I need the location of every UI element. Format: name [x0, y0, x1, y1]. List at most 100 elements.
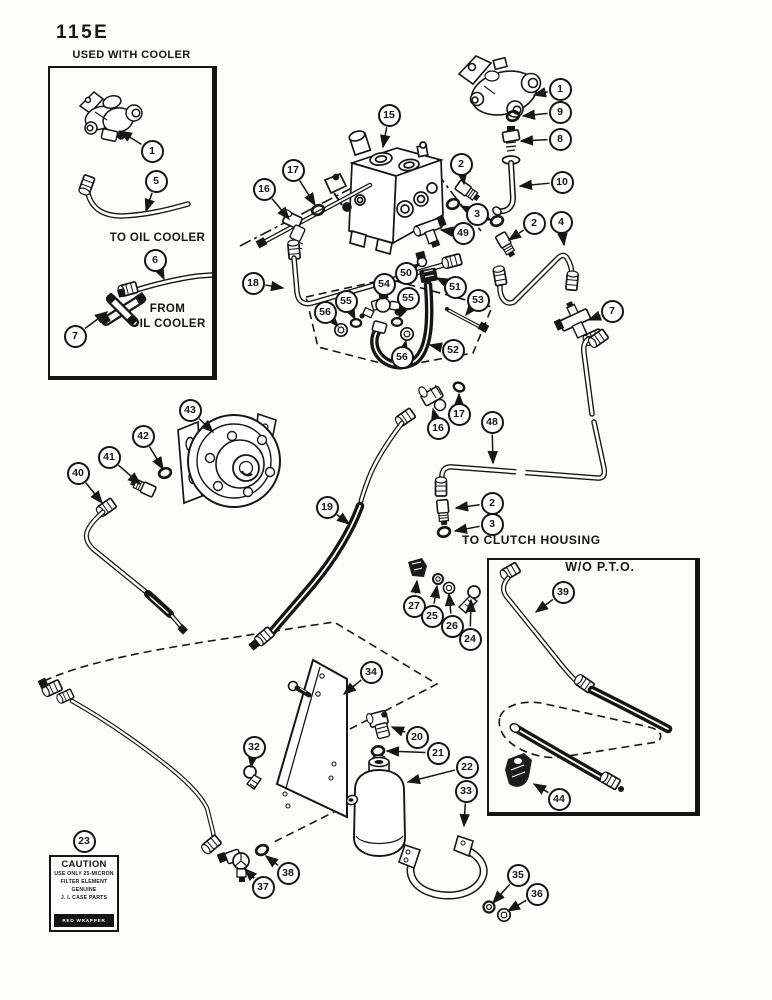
- callout-27: 27: [402, 594, 426, 618]
- callout-55: 55: [334, 289, 358, 313]
- tube-4: [491, 252, 580, 306]
- callout-3: 3: [465, 202, 489, 226]
- elbow-fitting-20: [366, 709, 391, 740]
- callout-16: 16: [252, 177, 276, 201]
- callout-36: 36: [525, 882, 549, 906]
- nut-56a: [333, 322, 349, 338]
- fitting-50: [415, 250, 428, 268]
- caution-line: FILTER ELEMENT: [60, 879, 108, 885]
- callout-19: 19: [315, 495, 339, 519]
- callout-23: 23: [72, 829, 96, 853]
- filter-canister-22: [345, 754, 406, 857]
- nut-26: [442, 581, 456, 595]
- washer-25: [432, 573, 444, 585]
- o-ring-17b: [451, 379, 467, 395]
- tee-fitting-49: [413, 215, 447, 248]
- washer-55a: [349, 317, 363, 329]
- callout-10: 10: [550, 170, 574, 194]
- callout-26: 26: [440, 614, 464, 638]
- tube-48: [434, 328, 610, 497]
- callout-17: 17: [447, 402, 471, 426]
- callout-6: 6: [143, 248, 167, 272]
- clamp-44: [505, 753, 532, 787]
- fitting-2c: [435, 498, 451, 527]
- o-ring-42: [156, 465, 174, 481]
- callout-5: 5: [144, 169, 168, 193]
- caution-footer: RED WRAPPER: [54, 914, 114, 927]
- callout-18: 18: [241, 271, 265, 295]
- rod-53: [445, 307, 490, 333]
- fitting-16b: [418, 384, 447, 412]
- page-code: 115E: [56, 22, 110, 43]
- callout-25: 25: [420, 604, 444, 628]
- callout-43: 43: [178, 398, 202, 422]
- callout-50: 50: [394, 261, 418, 285]
- o-ring-3a: [444, 196, 462, 212]
- clamp-band-33: [397, 834, 488, 900]
- clamp-27: [408, 558, 427, 577]
- callout-49: 49: [451, 221, 475, 245]
- callout-4: 4: [549, 210, 573, 234]
- callout-8: 8: [548, 127, 572, 151]
- bolt-32: [243, 765, 263, 790]
- pump-assembly-43: [177, 412, 281, 508]
- callout-34: 34: [359, 660, 383, 684]
- mounting-bracket-34: [275, 658, 348, 819]
- callout-55: 55: [396, 286, 420, 310]
- callout-53: 53: [466, 288, 490, 312]
- suction-tube: [37, 677, 223, 857]
- callout-48: 48: [480, 410, 504, 434]
- o-ring-17a: [309, 202, 327, 218]
- elbow-tube-10: [492, 155, 521, 216]
- callout-9: 9: [548, 100, 572, 124]
- wo-pto-box: [487, 558, 700, 816]
- callout-leader-arrows: [84, 87, 603, 912]
- caution-line: USE ONLY 25-MICRON: [54, 871, 114, 877]
- bolt-24: [457, 585, 481, 614]
- callout-7: 7: [63, 324, 87, 348]
- callout-54: 54: [372, 272, 396, 296]
- callout-33: 33: [454, 779, 478, 803]
- hose-to-oil-cooler: [77, 173, 191, 219]
- nut-51: [419, 267, 438, 283]
- hose-from-oil-cooler: [116, 272, 215, 299]
- pto-hose-lower: [509, 722, 624, 792]
- control-valve-block: [323, 130, 444, 256]
- caution-line: J. I. CASE PARTS: [60, 895, 108, 901]
- fitting-8: [501, 126, 521, 152]
- callout-1: 1: [548, 77, 572, 101]
- callout-52: 52: [441, 338, 465, 362]
- label-to-clutch-housing: TO CLUTCH HOUSING: [462, 533, 601, 547]
- washer-55b: [390, 316, 404, 328]
- label-from: FROM: [149, 303, 186, 315]
- callout-32: 32: [242, 735, 266, 759]
- elbow-fitting-37: [216, 848, 250, 882]
- callout-16: 16: [426, 416, 450, 440]
- tube-18: [286, 238, 464, 307]
- callout-42: 42: [131, 424, 155, 448]
- callout-17: 17: [281, 158, 305, 182]
- callout-24: 24: [458, 627, 482, 651]
- o-ring-3b: [488, 213, 506, 229]
- cooler-box-title: USED WITH COOLER: [72, 49, 191, 61]
- callout-1: 1: [140, 139, 164, 163]
- callout-56: 56: [313, 300, 337, 324]
- o-ring-38: [253, 841, 271, 859]
- screw: [287, 680, 312, 698]
- callout-2: 2: [480, 491, 504, 515]
- callout-20: 20: [405, 725, 429, 749]
- nut-56b: [399, 326, 415, 342]
- callout-37: 37: [251, 875, 275, 899]
- fitting-2b: [494, 230, 519, 260]
- pto-box-title: W/O P.T.O.: [565, 560, 635, 574]
- callout-7: 7: [600, 299, 624, 323]
- callout-15: 15: [377, 103, 401, 127]
- callout-41: 41: [97, 445, 121, 469]
- caution-title: CAUTION: [61, 859, 107, 870]
- callout-3: 3: [480, 512, 504, 536]
- callout-40: 40: [66, 461, 90, 485]
- hose-19: [248, 407, 417, 651]
- callout-2: 2: [522, 211, 546, 235]
